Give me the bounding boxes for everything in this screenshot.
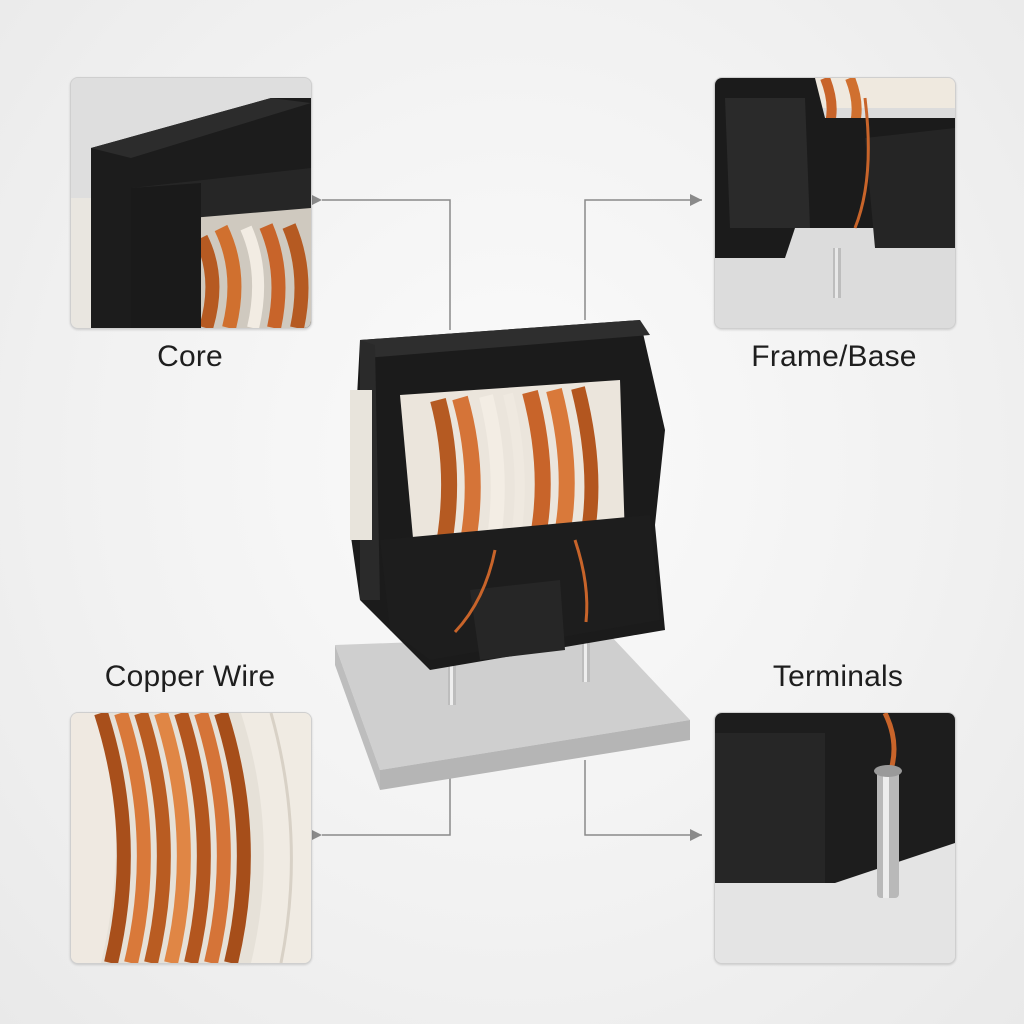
display-stand	[335, 635, 690, 770]
label-core: Core	[157, 340, 223, 373]
label-terminals: Terminals	[772, 660, 904, 693]
terminals-detail-image	[714, 712, 956, 964]
label-frame-base: Frame/Base	[751, 340, 917, 373]
coil-windings	[194, 223, 309, 328]
frame-base-detail-image	[714, 77, 956, 329]
common-mode-choke-product-image	[320, 300, 700, 790]
core-detail-image	[70, 77, 312, 329]
copper-strands	[94, 713, 251, 963]
copper-wire-detail-image	[70, 712, 312, 964]
label-copper-wire: Copper Wire	[104, 660, 276, 693]
